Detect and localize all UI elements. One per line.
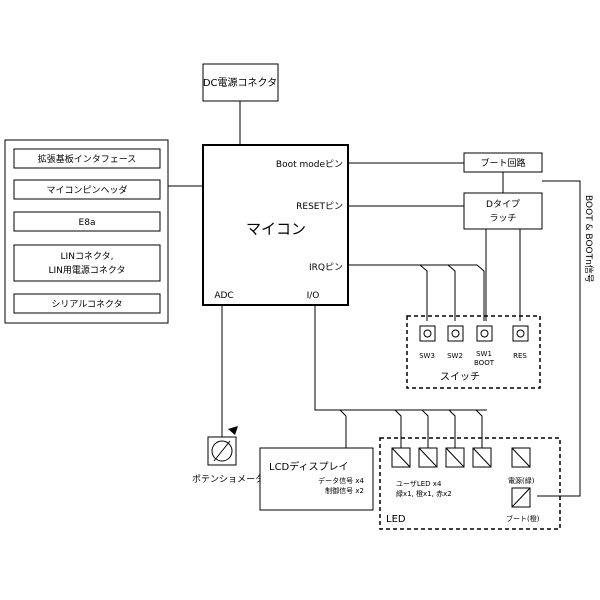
power-led-label: 電源(緑) <box>508 476 535 485</box>
connector-group: 拡張基板インタフェース マイコンピンヘッダ E8a LINコネクタ, LIN用電… <box>4 139 169 324</box>
sw3-button[interactable] <box>419 325 436 342</box>
adc-label: ADC <box>214 291 233 301</box>
irq-line-sw2 <box>420 264 456 321</box>
lcd-title: LCDディスプレイ <box>269 460 349 473</box>
res-button[interactable] <box>512 325 529 342</box>
boot-signal-line <box>537 180 581 497</box>
sw1-boot-label: BOOT <box>474 359 495 367</box>
boot-mode-pin-label: Boot modeピン <box>276 159 343 170</box>
irq-pin-label: IRQピン <box>309 262 343 273</box>
io-led1-line <box>394 409 402 448</box>
mcu-block: Boot modeピン RESETピン マイコン IRQピン ADC I/O <box>202 144 349 306</box>
d-latch: Dタイプ ラッチ <box>463 192 543 230</box>
mcu-pin-header-label: マイコンピンヘッダ <box>46 184 127 196</box>
sw3-label: SW3 <box>419 352 435 360</box>
serial-connector-box <box>13 293 161 314</box>
pot-label: ポテンショメータ <box>192 474 264 485</box>
reset-pin-label: RESETピン <box>296 201 343 212</box>
io-to-lcd-line <box>339 409 347 448</box>
potentiometer: ポテンショメータ <box>192 426 264 485</box>
led-group: ユーザLED x4 緑x1, 橙x1, 赤x2 電源(緑) ブート(橙) LED <box>379 437 561 530</box>
io-led3-line <box>448 409 456 448</box>
latch-label-1: Dタイプ <box>486 199 520 210</box>
boot-led-label: ブート(橙) <box>506 514 540 523</box>
mcu-title: マイコン <box>246 220 306 238</box>
lcd-data-signal: データ信号 x4 <box>318 476 364 485</box>
expansion-interface-box <box>13 148 161 169</box>
switch-group: SW3 SW2 SW1 BOOT RES スイッチ <box>406 315 541 389</box>
e8a-label: E8a <box>79 218 96 228</box>
io-led4-line <box>475 409 483 448</box>
res-label: RES <box>513 352 527 360</box>
sw2-label: SW2 <box>447 352 463 360</box>
sw1-label: SW1 <box>476 350 492 358</box>
serial-connector-label: シリアルコネクタ <box>51 299 122 310</box>
lin-connector-box <box>13 244 161 282</box>
boot-signal-label: BOOT & BOOTn信号 <box>583 195 595 283</box>
io-led2-line <box>421 409 429 448</box>
led-group-label: LED <box>386 514 406 525</box>
lcd-control-signal: 制御信号 x2 <box>325 486 364 495</box>
lin-power-connector-label: LIN用電源コネクタ <box>48 265 125 276</box>
lcd-display: LCDディスプレイ データ信号 x4 制御信号 x2 <box>259 447 374 511</box>
dc-power-connector-label: DC電源コネクタ <box>203 76 277 89</box>
lin-connector-label: LINコネクタ, <box>61 251 114 262</box>
io-bus-line <box>314 305 487 411</box>
user-led-colors: 緑x1, 橙x1, 赤x2 <box>396 489 452 498</box>
io-label: I/O <box>307 291 320 301</box>
pot-arrow-icon <box>228 426 238 435</box>
user-led-label: ユーザLED x4 <box>396 480 442 488</box>
mcu-pin-header-box <box>13 179 161 200</box>
sw1-button[interactable] <box>476 325 493 342</box>
dc-power-connector: DC電源コネクタ <box>202 63 279 102</box>
boot-circuit-label: ブート回路 <box>480 157 525 169</box>
irq-line-sw3 <box>348 264 428 321</box>
switch-group-label: スイッチ <box>440 371 480 383</box>
e8a-box <box>13 211 161 232</box>
latch-label-2: ラッチ <box>489 213 516 224</box>
expansion-interface-label: 拡張基板インタフェース <box>38 153 137 165</box>
boot-circuit: ブート回路 <box>463 152 543 173</box>
irq-line-sw1 <box>448 264 485 321</box>
sw2-button[interactable] <box>447 325 464 342</box>
